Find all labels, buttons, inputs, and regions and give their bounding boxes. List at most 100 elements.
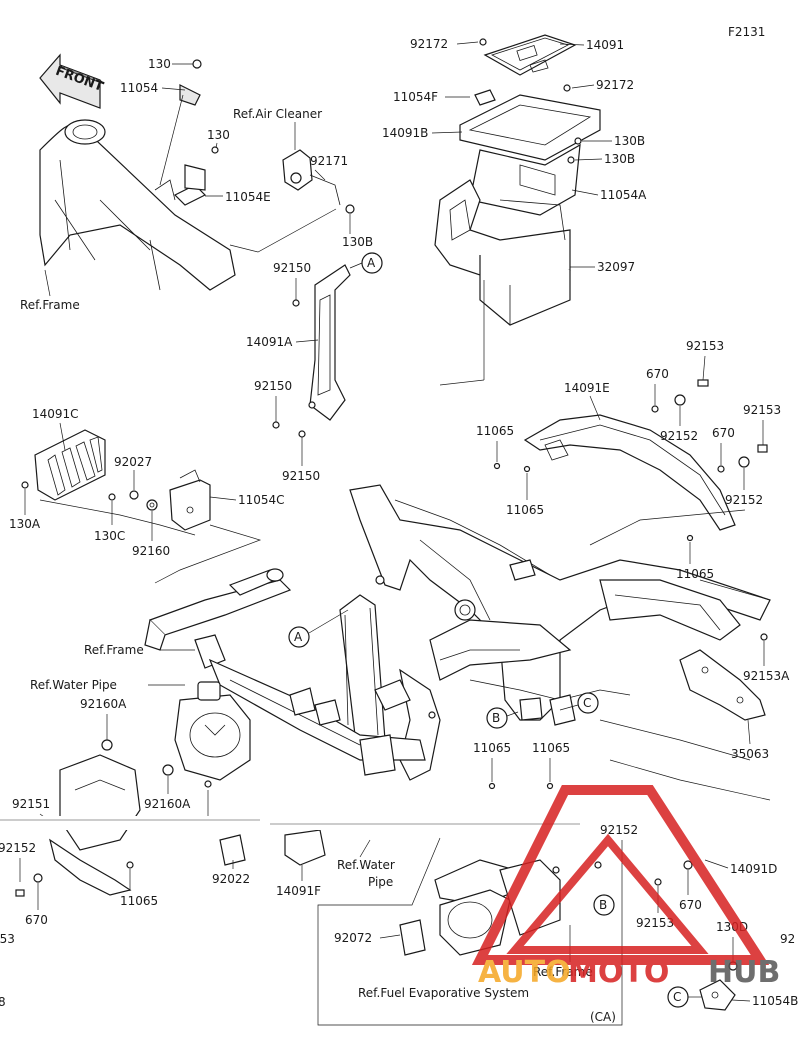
front-arrow-icon: FRONT (39, 53, 105, 109)
label-130A: 130A (9, 517, 41, 531)
callout-C-mid-label: C (583, 696, 591, 710)
label-670-top: 670 (646, 367, 669, 381)
label-14091E: 14091E (564, 381, 610, 395)
label-14091A: 14091A (246, 335, 293, 349)
label-92153-r: 92153 (743, 403, 781, 417)
label-130C: 130C (94, 529, 125, 543)
label-11065-c: 11065 (676, 567, 714, 581)
ref-air-cleaner: Ref.Air Cleaner (233, 107, 322, 121)
battery-cover (483, 34, 577, 76)
label-130B-r1: 130B (614, 134, 645, 148)
label-92152-cut: 92152 (600, 823, 638, 837)
label-92150-top: 92150 (273, 261, 311, 275)
label-92151: 92151 (12, 797, 50, 811)
bracket-11054C (169, 469, 211, 531)
frame-head-section (39, 59, 236, 291)
bracket-11054B (699, 979, 736, 1011)
label-92160: 92160 (132, 544, 170, 558)
label-92172-right: 92172 (596, 78, 634, 92)
label-14091C: 14091C (32, 407, 79, 421)
ref-frame-bottom: Ref.Frame (533, 965, 593, 979)
cover-14091E (523, 414, 736, 531)
label-11054C: 11054C (238, 493, 285, 507)
label-92160A-top: 92160A (80, 697, 127, 711)
label-670-left: 670 (25, 913, 48, 927)
label-92160A-bot: 92160A (144, 797, 191, 811)
figure-code: F2131 (728, 25, 765, 39)
ref-water-pipe-left: Ref.Water Pipe (30, 678, 117, 692)
label-14091: 14091 (586, 38, 624, 52)
ref-fuel-evap: Ref.Fuel Evaporative System (358, 986, 529, 1000)
label-670-bot: 670 (679, 898, 702, 912)
cover-left-lower (174, 681, 251, 788)
label-153-left: 153 (0, 932, 15, 946)
label-14091D: 14091D (730, 862, 777, 876)
bracket-35063 (679, 649, 766, 721)
label-11054: 11054 (120, 81, 158, 95)
label-11054A: 11054A (600, 188, 647, 202)
label-92027: 92027 (114, 455, 152, 469)
watermark-triangle-inner (506, 833, 709, 954)
callout-C-bottom-label: C (673, 990, 681, 1004)
watermark-brand-3: HUB (708, 955, 780, 990)
lower-frame-rail (144, 568, 426, 776)
watermark-logo: AUTO MOTO HUB (471, 785, 780, 990)
guard-14091C (34, 429, 106, 501)
clip-92022 (219, 834, 246, 866)
watermark-brand-1: AUTO (478, 955, 571, 990)
label-130-mid: 130 (207, 128, 230, 142)
label-14091B: 14091B (382, 126, 428, 140)
label-8-edge: 8 (0, 995, 6, 1009)
label-92-edge: 92 (780, 932, 795, 946)
label-92150-mid: 92150 (254, 379, 292, 393)
label-11054B: 11054B (752, 994, 798, 1008)
label-11065-e: 11065 (532, 741, 570, 755)
label-92152-left: 92152 (0, 841, 36, 855)
label-92152-b: 92152 (725, 493, 763, 507)
callout-B-mid (486, 707, 508, 729)
label-14091F: 14091F (276, 884, 321, 898)
ref-water-pipe-bottom-1: Ref.Water (337, 858, 395, 872)
label-11065-a: 11065 (476, 424, 514, 438)
callout-B-bottom (593, 894, 615, 916)
main-frame (339, 484, 771, 781)
callout-A-top-label: A (367, 256, 376, 270)
label-11065-b: 11065 (506, 503, 544, 517)
callout-C-mid (577, 692, 599, 714)
label-92152-a: 92152 (660, 429, 698, 443)
battery-case (434, 89, 601, 326)
label-92153-bot: 92153 (636, 916, 674, 930)
label-92150-bot: 92150 (282, 469, 320, 483)
label-92171: 92171 (310, 154, 348, 168)
label-92022: 92022 (212, 872, 250, 886)
label-92172-top: 92172 (410, 37, 448, 51)
label-11065-f: 11065 (120, 894, 158, 908)
callout-A-mid-label: A (294, 630, 303, 644)
label-11065-d: 11065 (473, 741, 511, 755)
label-35063: 35063 (731, 747, 769, 761)
callout-A-mid (288, 626, 310, 648)
ref-frame-top: Ref.Frame (20, 298, 80, 312)
label-11054F: 11054F (393, 90, 438, 104)
callout-B-mid-label: B (492, 711, 500, 725)
bracket-14091A (308, 264, 351, 421)
label-130B-r2: 130B (604, 152, 635, 166)
watermark-triangle-outer (471, 785, 770, 965)
ref-frame-mid: Ref.Frame (84, 643, 144, 657)
label-32097: 32097 (597, 260, 635, 274)
label-92153A: 92153A (743, 669, 790, 683)
label-670-r: 670 (712, 426, 735, 440)
cover-14091F (284, 829, 326, 866)
watermark-brand-2: MOTO (568, 955, 669, 990)
label-92153-top: 92153 (686, 339, 724, 353)
label-130B-left: 130B (342, 235, 373, 249)
label-11054E: 11054E (225, 190, 271, 204)
air-cleaner-fitting (282, 149, 355, 214)
callout-B-bottom-label: B (599, 898, 607, 912)
label-130-top: 130 (148, 57, 171, 71)
ref-water-pipe-bottom-2: Pipe (368, 875, 393, 889)
label-92072: 92072 (334, 931, 372, 945)
variant-label: (CA) (590, 1010, 616, 1024)
